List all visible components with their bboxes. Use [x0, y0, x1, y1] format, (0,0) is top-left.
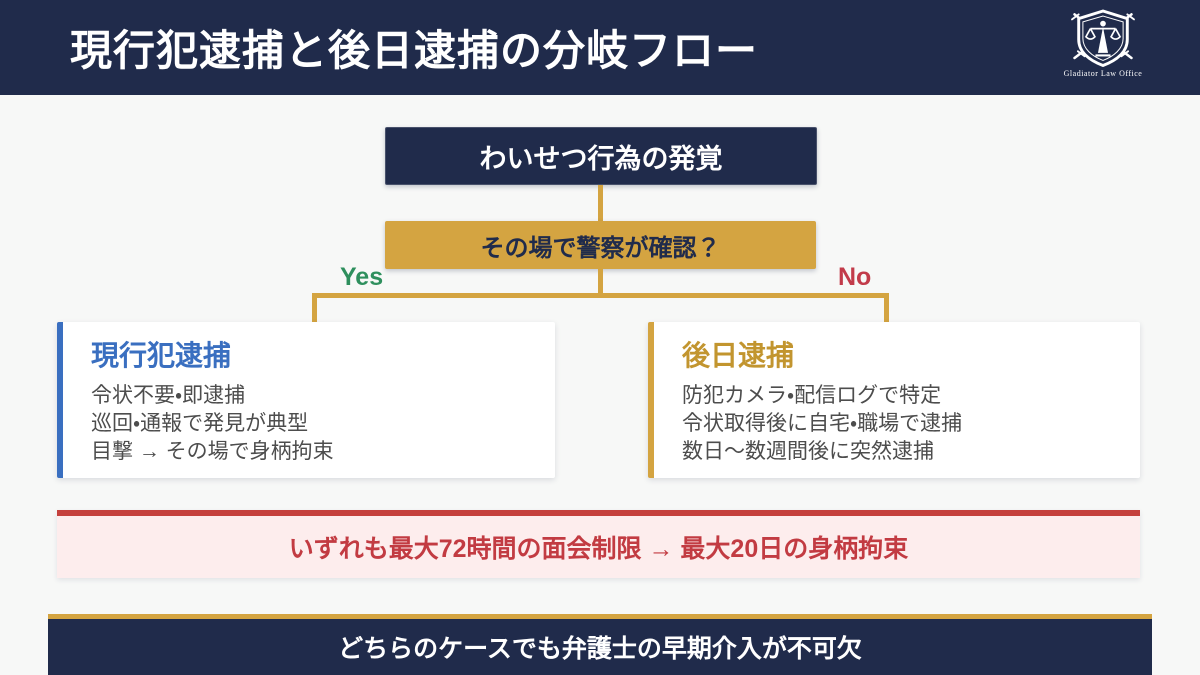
card-current-arrest-line: 目撃 → その場で身柄拘束 [91, 440, 334, 463]
connector-start-to-decision [598, 185, 603, 223]
shield-scales-icon [1071, 9, 1135, 68]
card-current-arrest: 現行犯逮捕 令状不要・即逮捕 巡回・通報で発見が典型 目撃 → その場で身柄拘束 [57, 322, 555, 478]
card-later-arrest-line: 数日〜数週間後に突然逮捕 [682, 440, 934, 463]
card-current-arrest-line: 巡回・通報で発見が典型 [91, 412, 309, 435]
branch-label-yes: Yes [340, 263, 384, 291]
warning-banner: いずれも最大72時間の面会制限 → 最大20日の身柄拘束 [57, 510, 1140, 578]
logo-text: Gladiator Law Office [1063, 69, 1143, 78]
connector-decision-stem [598, 269, 603, 295]
law-office-logo: Gladiator Law Office [1048, 6, 1158, 78]
connector-branch-horizontal [312, 293, 889, 298]
connector-branch-left [312, 293, 317, 323]
card-later-arrest-title: 後日逮捕 [682, 340, 795, 371]
flow-node-decision: その場で警察が確認？ [385, 221, 816, 269]
flow-node-decision-label: その場で警察が確認？ [480, 234, 721, 262]
card-later-arrest-line: 防犯カメラ・配信ログで特定 [682, 384, 942, 407]
connector-branch-right [884, 293, 889, 323]
card-current-arrest-line: 令状不要・即逮捕 [91, 384, 246, 407]
branch-label-no: No [838, 263, 872, 291]
card-current-arrest-title: 現行犯逮捕 [91, 340, 232, 371]
flow-node-start: わいせつ行為の発覚 [385, 127, 817, 185]
card-later-arrest: 後日逮捕 防犯カメラ・配信ログで特定 令状取得後に自宅・職場で逮捕 数日〜数週間… [648, 322, 1140, 478]
header-bar: 現行犯逮捕と後日逮捕の分岐フロー [0, 0, 1200, 95]
flow-node-start-label: わいせつ行為の発覚 [479, 143, 723, 174]
footer-banner: どちらのケースでも弁護士の早期介入が不可欠 [48, 614, 1152, 675]
footer-banner-text: どちらのケースでも弁護士の早期介入が不可欠 [338, 635, 862, 663]
warning-banner-text: いずれも最大72時間の面会制限 → 最大20日の身柄拘束 [288, 535, 909, 563]
card-later-arrest-line: 令状取得後に自宅・職場で逮捕 [682, 412, 963, 435]
page-title: 現行犯逮捕と後日逮捕の分岐フロー [70, 27, 759, 74]
